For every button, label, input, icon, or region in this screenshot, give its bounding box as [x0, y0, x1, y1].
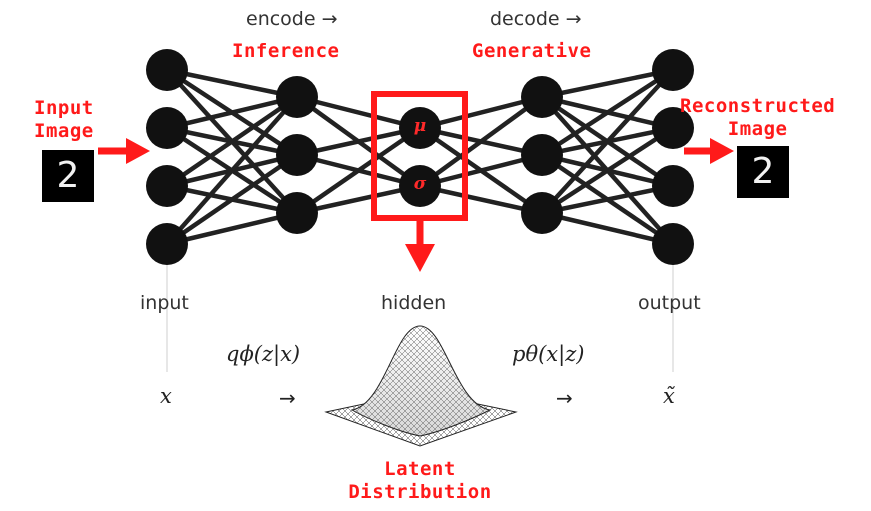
- hidden-layer-label: hidden: [381, 292, 447, 314]
- generative-annotation: Generative: [472, 40, 592, 62]
- output-variable: x̃: [663, 384, 675, 408]
- decoder-distribution: pθ(x|z): [512, 342, 585, 366]
- input-arrow-head: [126, 138, 150, 164]
- output-digit-image: 2: [737, 146, 789, 198]
- sigma-label: σ: [413, 174, 427, 194]
- input-layer-label: input: [140, 292, 189, 314]
- input-node: [146, 49, 188, 91]
- input-node: [146, 223, 188, 265]
- gaussian-surface: [324, 325, 518, 447]
- decoder-node: [521, 76, 563, 118]
- encoder-node: [276, 76, 318, 118]
- decoder-node: [521, 192, 563, 234]
- decoder-node: [521, 134, 563, 176]
- encoder-arrow: →: [279, 386, 296, 410]
- encode-label: encode →: [246, 8, 338, 30]
- network-nodes: [146, 49, 694, 265]
- input-image-annotation: Input Image: [34, 97, 94, 142]
- encoder-distribution: qϕ(z|x): [226, 342, 301, 366]
- latent-node: [399, 165, 441, 207]
- network-edge: [166, 210, 298, 247]
- network-edge: [165, 95, 299, 188]
- network-edge: [418, 95, 544, 188]
- output-layer-label: output: [638, 292, 701, 314]
- network-edge: [541, 67, 674, 100]
- output-node: [652, 107, 694, 149]
- input-digit-image: 2: [42, 150, 94, 202]
- encoder-node: [276, 192, 318, 234]
- input-node: [146, 107, 188, 149]
- network-edge: [540, 68, 675, 215]
- output-node: [652, 165, 694, 207]
- reconstructed-image-annotation: Reconstructed Image: [680, 95, 836, 140]
- network-edge: [166, 67, 298, 100]
- network-edge: [540, 68, 675, 157]
- network-edge: [295, 126, 422, 215]
- decoder-arrow: →: [556, 386, 573, 410]
- network-edge: [541, 183, 674, 216]
- input-variable: x: [160, 384, 172, 408]
- mu-label: μ: [413, 116, 427, 136]
- latent-node: [399, 107, 441, 149]
- output-arrow-head: [710, 138, 734, 164]
- encoder-node: [276, 134, 318, 176]
- input-node: [146, 165, 188, 207]
- network-edge: [166, 94, 298, 131]
- network-edge: [540, 126, 675, 215]
- latent-arrow-head: [405, 244, 435, 272]
- network-edges: [165, 67, 675, 247]
- latent-distribution-annotation: Latent Distribution: [348, 458, 492, 503]
- output-node: [652, 223, 694, 265]
- inference-annotation: Inference: [232, 40, 340, 62]
- network-edge: [296, 94, 421, 131]
- output-node: [652, 49, 694, 91]
- decode-label: decode →: [490, 8, 582, 30]
- network-edge: [165, 95, 299, 246]
- network-edge: [541, 210, 674, 247]
- network-edge: [165, 153, 299, 246]
